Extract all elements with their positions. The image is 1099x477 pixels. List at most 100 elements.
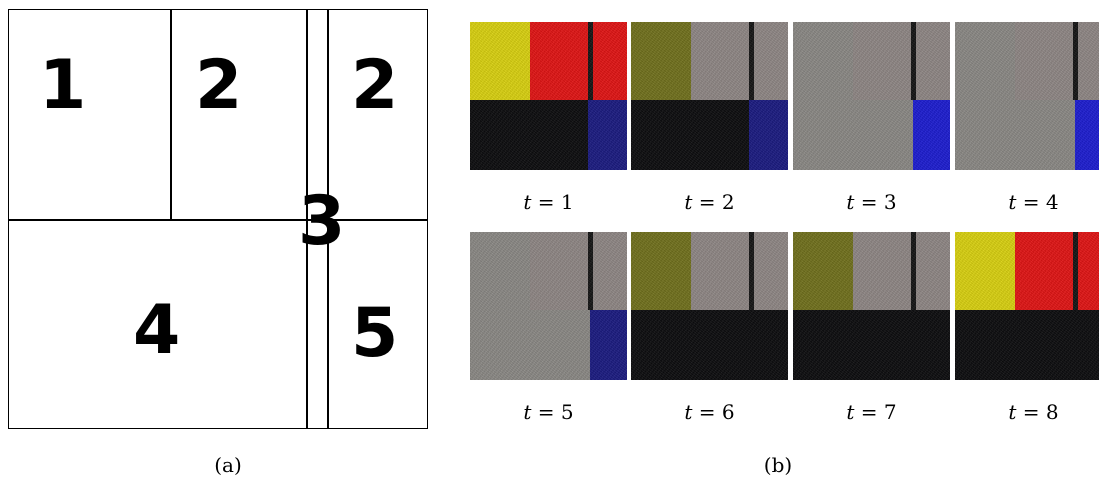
time-variable: t bbox=[684, 190, 693, 214]
frame-t8 bbox=[955, 232, 1099, 380]
frame-t2 bbox=[631, 22, 788, 170]
frame-block-top-right bbox=[1015, 232, 1099, 310]
region-label-2-right: 2 bbox=[351, 46, 399, 125]
frame-block-bottom-left bbox=[631, 100, 749, 170]
vertical-divider-3-left bbox=[306, 10, 308, 428]
frame-noise-overlay bbox=[470, 22, 627, 170]
frame-noise-overlay bbox=[631, 22, 788, 170]
time-value: 3 bbox=[883, 190, 897, 214]
equals-sign: = bbox=[1016, 400, 1046, 424]
frame-block-bottom-left bbox=[631, 310, 749, 380]
frame-block-bottom-left bbox=[470, 310, 590, 380]
time-variable: t bbox=[523, 190, 532, 214]
equals-sign: = bbox=[692, 400, 722, 424]
time-variable: t bbox=[684, 400, 693, 424]
frame-block-bottom-left bbox=[470, 100, 588, 170]
time-value: 2 bbox=[721, 190, 735, 214]
time-variable: t bbox=[523, 400, 532, 424]
frame-label-t7: t = 7 bbox=[793, 400, 950, 424]
time-value: 8 bbox=[1045, 400, 1059, 424]
frame-label-t8: t = 8 bbox=[955, 400, 1099, 424]
frame-block-top-right bbox=[691, 22, 788, 100]
frame-dark-stripe bbox=[588, 232, 593, 310]
time-value: 1 bbox=[560, 190, 574, 214]
frame-noise-overlay bbox=[793, 22, 950, 170]
frame-block-bottom-right bbox=[913, 100, 950, 170]
frame-block-bottom-right bbox=[588, 100, 627, 170]
caption-b: (b) bbox=[763, 453, 793, 477]
frame-label-t6: t = 6 bbox=[631, 400, 788, 424]
time-value: 6 bbox=[721, 400, 735, 424]
frame-block-bottom-left bbox=[955, 310, 1073, 380]
frame-block-top-right bbox=[691, 232, 788, 310]
equals-sign: = bbox=[1016, 190, 1046, 214]
frame-dark-stripe bbox=[911, 232, 916, 310]
time-value: 5 bbox=[560, 400, 574, 424]
frame-block-top-right bbox=[530, 232, 627, 310]
frame-label-t1: t = 1 bbox=[470, 190, 627, 214]
frame-block-top-right bbox=[1015, 22, 1099, 100]
frame-t4 bbox=[955, 22, 1099, 170]
horizontal-divider bbox=[9, 219, 427, 221]
time-value: 4 bbox=[1045, 190, 1059, 214]
frame-t7 bbox=[793, 232, 950, 380]
frame-block-top-right bbox=[853, 232, 950, 310]
frame-block-bottom-right bbox=[1075, 100, 1099, 170]
equals-sign: = bbox=[854, 400, 884, 424]
region-label-5: 5 bbox=[351, 294, 399, 373]
frame-label-t4: t = 4 bbox=[955, 190, 1099, 214]
frame-noise-overlay bbox=[470, 232, 627, 380]
frame-label-t3: t = 3 bbox=[793, 190, 950, 214]
frame-block-bottom-left bbox=[793, 100, 913, 170]
frame-block-top-left bbox=[955, 22, 1015, 100]
time-value: 7 bbox=[883, 400, 897, 424]
region-label-1: 1 bbox=[39, 46, 87, 125]
region-label-4: 4 bbox=[133, 291, 181, 370]
frame-block-bottom-left bbox=[955, 100, 1075, 170]
frame-dark-stripe bbox=[588, 22, 593, 100]
time-variable: t bbox=[846, 400, 855, 424]
region-label-3: 3 bbox=[298, 182, 346, 261]
equals-sign: = bbox=[854, 190, 884, 214]
frame-block-top-right bbox=[853, 22, 950, 100]
frame-t3 bbox=[793, 22, 950, 170]
time-variable: t bbox=[1008, 190, 1017, 214]
frame-dark-stripe bbox=[1073, 22, 1078, 100]
frame-block-bottom-right bbox=[749, 310, 788, 380]
frame-noise-overlay bbox=[955, 22, 1099, 170]
equals-sign: = bbox=[531, 190, 561, 214]
frame-noise-overlay bbox=[793, 232, 950, 380]
frame-noise-overlay bbox=[955, 232, 1099, 380]
frame-block-top-left bbox=[793, 232, 853, 310]
frame-block-bottom-right bbox=[749, 100, 788, 170]
frame-block-top-left bbox=[793, 22, 853, 100]
frame-block-bottom-left bbox=[793, 310, 911, 380]
time-variable: t bbox=[1008, 400, 1017, 424]
frame-block-bottom-right bbox=[1073, 310, 1099, 380]
frame-label-t2: t = 2 bbox=[631, 190, 788, 214]
frame-block-top-right bbox=[530, 22, 627, 100]
frame-dark-stripe bbox=[749, 22, 754, 100]
vertical-divider-3-right bbox=[327, 10, 329, 428]
frame-dark-stripe bbox=[911, 22, 916, 100]
frame-block-top-left bbox=[955, 232, 1015, 310]
frame-noise-overlay bbox=[631, 232, 788, 380]
frame-t1 bbox=[470, 22, 627, 170]
frame-block-bottom-right bbox=[911, 310, 950, 380]
equals-sign: = bbox=[531, 400, 561, 424]
frame-t6 bbox=[631, 232, 788, 380]
frame-t5 bbox=[470, 232, 627, 380]
region-label-2-left: 2 bbox=[195, 46, 243, 125]
caption-a: (a) bbox=[214, 453, 242, 477]
frame-block-top-left bbox=[631, 232, 691, 310]
equals-sign: = bbox=[692, 190, 722, 214]
frame-block-bottom-right bbox=[590, 310, 627, 380]
frame-block-top-left bbox=[631, 22, 691, 100]
frame-dark-stripe bbox=[749, 232, 754, 310]
frame-block-top-left bbox=[470, 22, 530, 100]
region-partition-diagram: 1 2 2 3 4 5 bbox=[8, 9, 428, 429]
vertical-divider-1-2 bbox=[170, 10, 172, 220]
frame-label-t5: t = 5 bbox=[470, 400, 627, 424]
time-variable: t bbox=[846, 190, 855, 214]
frame-block-top-left bbox=[470, 232, 530, 310]
